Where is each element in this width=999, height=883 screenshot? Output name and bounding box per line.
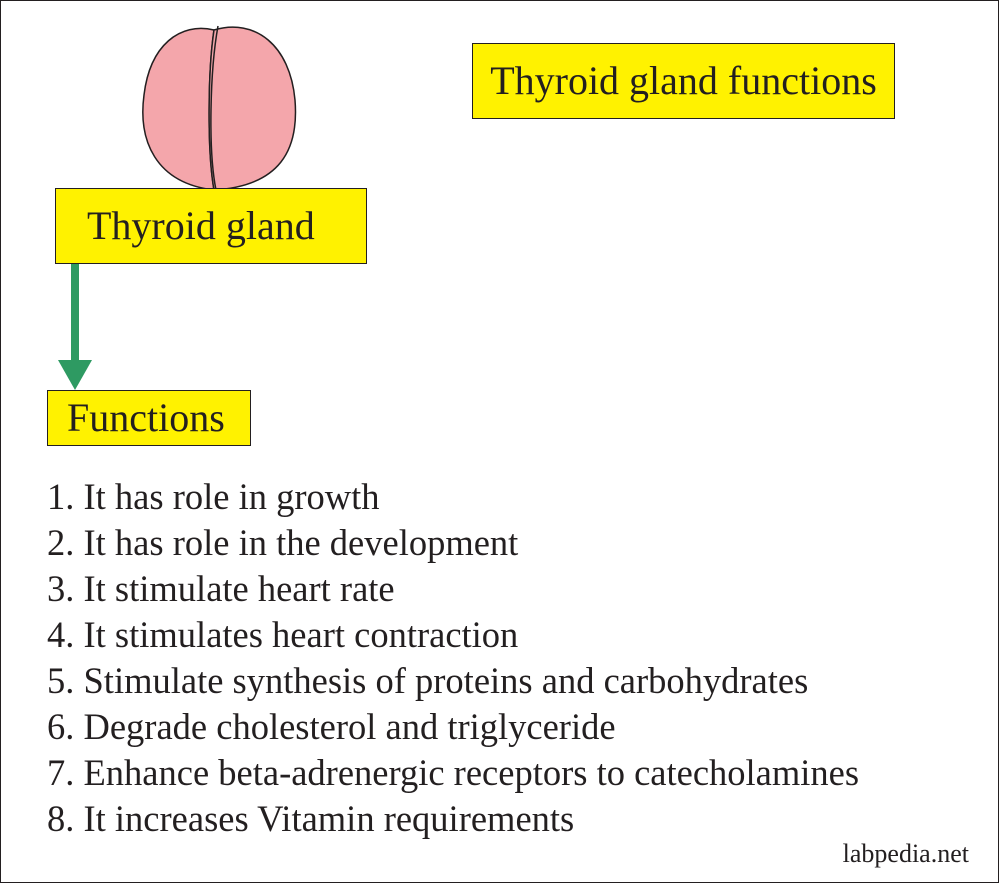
- list-item: 1. It has role in growth: [47, 476, 380, 517]
- list-item: 8. It increases Vitamin requirements: [47, 798, 575, 839]
- list-item: 7. Enhance beta-adrenergic receptors to …: [47, 752, 860, 793]
- thyroid-gland-label-text: Thyroid gland: [87, 203, 315, 248]
- list-item: 5. Stimulate synthesis of proteins and c…: [47, 660, 809, 701]
- list-item: 3. It stimulate heart rate: [47, 568, 395, 609]
- functions-list: 1. It has role in growth 2. It has role …: [47, 474, 859, 842]
- functions-label: Functions: [47, 390, 251, 446]
- thyroid-left-lobe: [142, 27, 215, 191]
- functions-label-text: Functions: [67, 395, 225, 440]
- thyroid-lobe-divider: [210, 25, 219, 191]
- page-title-text: Thyroid gland functions: [490, 58, 877, 103]
- down-arrow-icon: [58, 255, 92, 390]
- list-item: 4. It stimulates heart contraction: [47, 614, 519, 655]
- page-title: Thyroid gland functions: [472, 43, 895, 119]
- thyroid-right-lobe: [208, 26, 297, 191]
- list-item: 2. It has role in the development: [47, 522, 519, 563]
- thyroid-gland-illustration: [142, 25, 297, 191]
- thyroid-gland-label: Thyroid gland: [55, 188, 367, 264]
- watermark: labpedia.net: [842, 839, 969, 868]
- list-item: 6. Degrade cholesterol and triglyceride: [47, 706, 616, 747]
